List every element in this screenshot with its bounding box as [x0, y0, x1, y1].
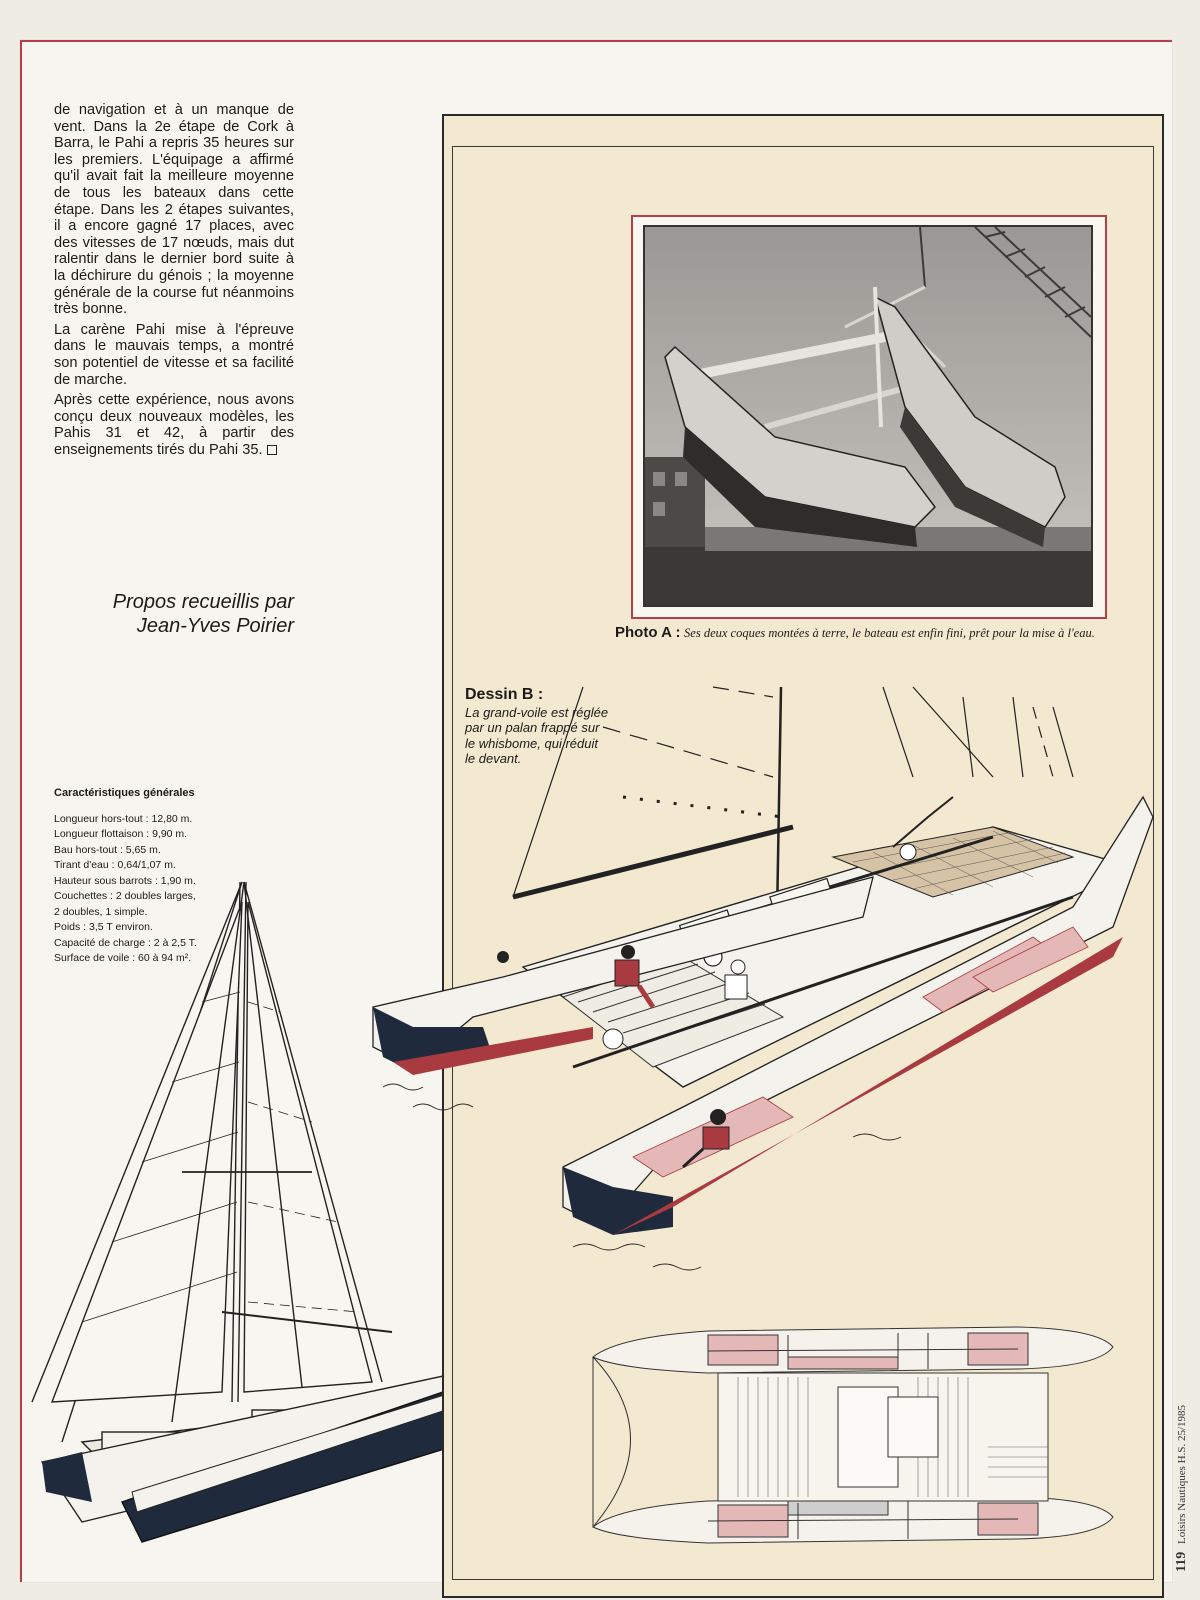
photo-a-image — [643, 225, 1093, 607]
page-folio: 119 Loisirs Nautiques H.S. 25/1985 — [1172, 1292, 1192, 1572]
sail-plan-illustration — [31, 881, 462, 1543]
deck-layout-plan — [592, 1326, 1114, 1544]
spec-line: Couchettes : 2 doubles larges, — [54, 890, 196, 902]
drawing-b-label: Dessin B : — [465, 686, 544, 703]
spec-line: Longueur hors-tout : 12,80 m. — [54, 812, 193, 825]
spec-line: Capacité de charge : 2 à 2,5 T. — [54, 936, 197, 949]
spec-line: Tirant d'eau : 0,64/1,07 m. — [54, 859, 176, 871]
page-number: 119 — [1174, 1551, 1189, 1572]
article-body: de navigation et à un manque de vent. Da… — [54, 102, 294, 462]
photo-a-frame — [631, 215, 1107, 619]
catamaran-on-land-photo — [645, 227, 1091, 605]
spec-line: 2 doubles, 1 simple. — [54, 905, 148, 918]
catamaran-cutaway-drawing — [372, 686, 1154, 1271]
spec-line: Longueur flottaison : 9,90 m. — [54, 828, 188, 840]
credit-line-1: Propos recueillis par — [112, 591, 294, 613]
article-paragraph-1: de navigation et à un manque de vent. Da… — [54, 102, 294, 318]
photo-a-caption: Photo A : Ses deux coques montées à terr… — [615, 625, 1115, 641]
magazine-page: de navigation et à un manque de vent. Da… — [20, 40, 1189, 1598]
credit-author-name: Jean-Yves Poirier — [136, 615, 294, 637]
spec-line: Poids : 3,5 T environ. — [54, 921, 153, 933]
spec-line: Bau hors-tout : 5,65 m. — [54, 843, 161, 856]
author-credit: Propos recueillis par Jean-Yves Poirier — [58, 590, 294, 638]
end-of-article-mark — [266, 444, 277, 455]
spec-line: Hauteur sous barrots : 1,90 m. — [54, 874, 196, 887]
publication-name: Loisirs Nautiques H.S. 25/1985 — [1176, 1404, 1188, 1544]
photo-a-caption-text: Ses deux coques montées à terre, le bate… — [684, 626, 1095, 640]
article-paragraph-3: Après cette expérience, nous avons conçu… — [54, 392, 294, 458]
illustration-panel-inner: Photo A : Ses deux coques montées à terr… — [372, 146, 1154, 1580]
drawing-b-caption-text: La grand-voile est réglée par un palan f… — [465, 704, 609, 767]
specs-title: Caractéristiques générales — [54, 787, 195, 799]
photo-a-label: Photo A : — [615, 624, 681, 641]
illustration-panel: Photo A : Ses deux coques montées à terr… — [372, 114, 1164, 1598]
article-paragraph-2: La carène Pahi mise à l'épreuve dans le … — [54, 321, 294, 388]
drawing-b-caption: Dessin B : La grand-voile est réglée par… — [465, 687, 610, 767]
spec-line: Surface de voile : 60 à 94 m². — [54, 952, 192, 964]
specs-box: Caractéristiques générales Longueur hors… — [54, 786, 274, 967]
article-paragraph-3-text: Après cette expérience, nous avons conçu… — [54, 392, 294, 458]
